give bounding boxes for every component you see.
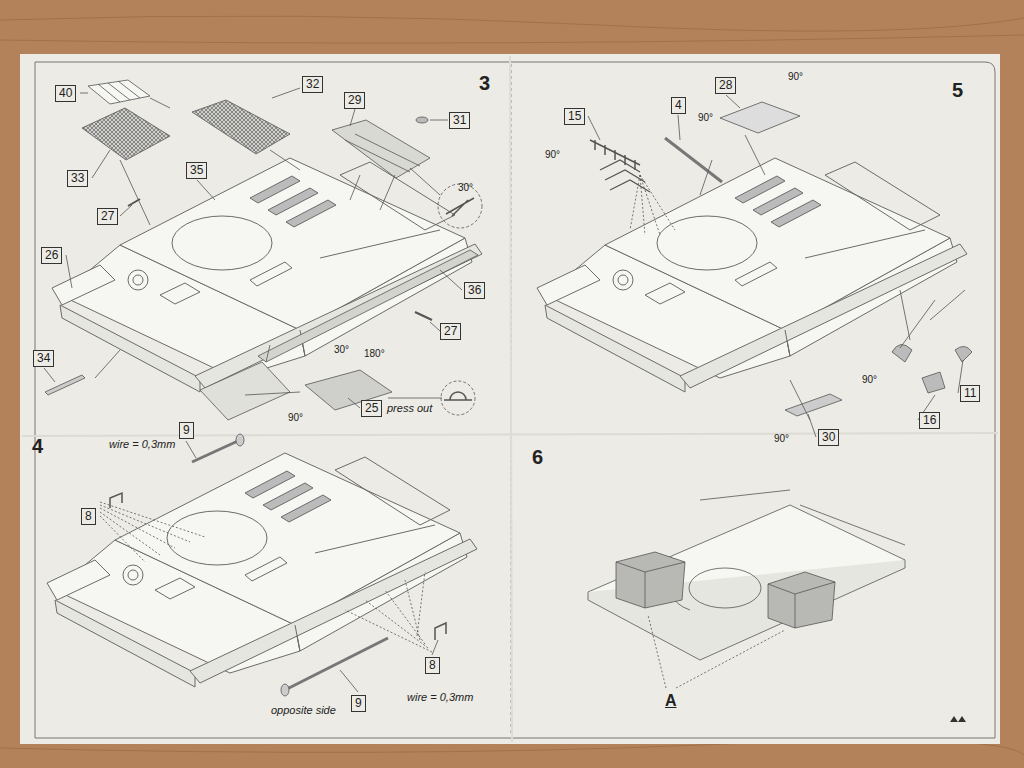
annotation: 90° <box>545 149 560 161</box>
table-grain <box>0 16 1024 755</box>
callout-box: 11 <box>960 385 980 402</box>
callout-number: 26 <box>45 248 58 263</box>
annotation: 90° <box>288 412 303 424</box>
callout-box: 28 <box>715 77 736 94</box>
annotation: 30° <box>334 344 349 356</box>
callout-box: 27 <box>440 323 461 340</box>
annotation: 180° <box>364 348 385 360</box>
callout-box: 4 <box>671 97 686 114</box>
callout-number: 16 <box>923 413 936 428</box>
maker-logo <box>950 716 966 722</box>
callout-number: 33 <box>71 171 84 186</box>
callout-box: 32 <box>302 76 323 93</box>
callout-box: 33 <box>67 170 88 187</box>
annotation: 90° <box>774 433 789 445</box>
callout-number: 27 <box>101 209 114 224</box>
callout-number: 30 <box>822 430 835 445</box>
callout-box: 31 <box>449 112 470 129</box>
annotation: press out <box>387 402 432 415</box>
step-number: 4 <box>32 434 43 458</box>
step5-art <box>537 95 972 437</box>
callout-number: 27 <box>444 324 457 339</box>
annotation: 90° <box>862 374 877 386</box>
annotation: 90° <box>788 71 803 83</box>
callout-number: 8 <box>429 658 436 673</box>
paper-sheet <box>20 54 1000 744</box>
callout-number: 31 <box>453 113 466 128</box>
callout-number: 35 <box>190 163 203 178</box>
callout-number: 36 <box>468 283 481 298</box>
annotation: 30° <box>458 182 473 194</box>
paper-fold <box>510 56 512 742</box>
annotation: 90° <box>698 112 713 124</box>
callout-box: 16 <box>919 412 940 429</box>
annotation: opposite side <box>271 704 336 717</box>
callout-box: 15 <box>564 108 585 125</box>
step-number: A <box>665 691 677 710</box>
callout-box: 35 <box>186 162 207 179</box>
callout-number: 40 <box>59 86 72 101</box>
callout-box: 30 <box>818 429 839 446</box>
callout-number: 9 <box>355 696 362 711</box>
callout-box: 27 <box>97 208 118 225</box>
callout-number: 11 <box>964 386 976 401</box>
annotation: wire = 0,3mm <box>407 691 473 704</box>
callout-box: 36 <box>464 282 485 299</box>
callout-number: 34 <box>37 351 50 366</box>
callout-number: 28 <box>719 78 732 93</box>
annotation: wire = 0,3mm <box>109 438 175 451</box>
callout-number: 8 <box>85 509 92 524</box>
step6-art <box>588 490 905 688</box>
step-number: 3 <box>479 71 490 95</box>
callout-box: 29 <box>344 92 365 109</box>
step4-art <box>47 434 477 696</box>
callout-number: 15 <box>568 109 581 124</box>
callout-number: 4 <box>675 98 682 113</box>
step3-art <box>44 80 482 420</box>
callout-box: 9 <box>351 695 366 712</box>
callout-number: 32 <box>306 77 319 92</box>
callout-number: 9 <box>183 423 190 438</box>
callout-number: 25 <box>365 401 378 416</box>
step-number: 5 <box>952 78 963 102</box>
callout-box: 8 <box>425 657 440 674</box>
paper-fold <box>22 433 998 436</box>
callout-number: 29 <box>348 93 361 108</box>
sheet-border <box>35 62 995 738</box>
step-number: 6 <box>532 445 543 469</box>
callout-box: 26 <box>41 247 62 264</box>
callout-box: 25 <box>361 400 382 417</box>
callout-box: 8 <box>81 508 96 525</box>
callout-box: 40 <box>55 85 76 102</box>
callout-box: 9 <box>179 422 194 439</box>
callout-box: 34 <box>33 350 54 367</box>
